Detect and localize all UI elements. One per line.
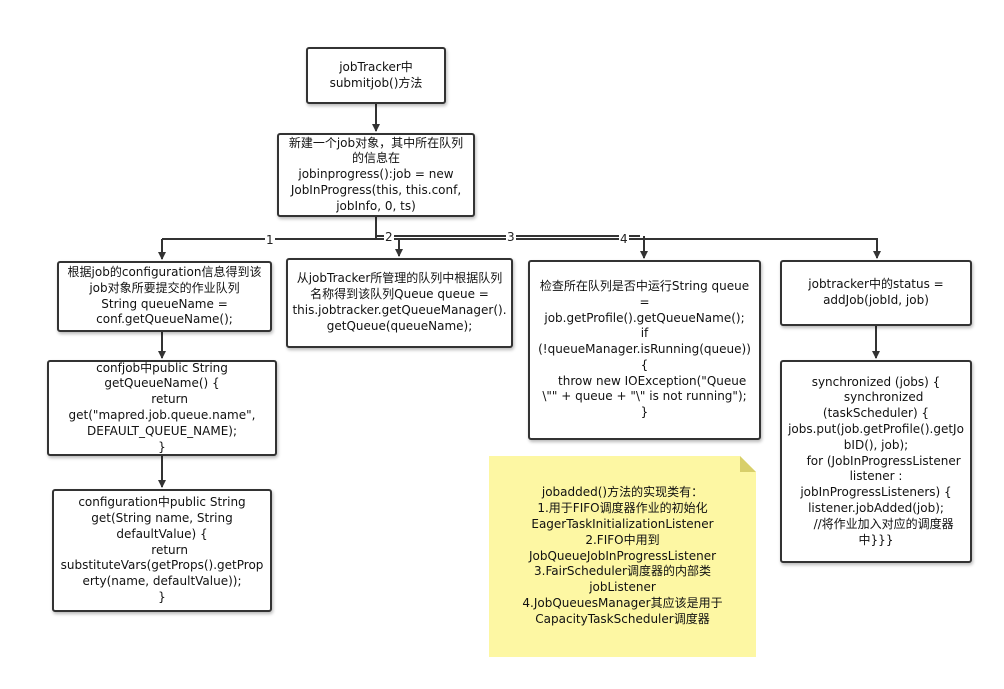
node-create-job: 新建一个job对象，其中所在队列的信息在 jobinprogress():job…	[277, 133, 475, 217]
node-branch3-check-running: 检查所在队列是否中运行String queue = job.getProfile…	[528, 260, 761, 440]
edge-label-2: 2	[384, 230, 394, 244]
note-jobadded-implementations: jobadded()方法的实现类有： 1.用于FIFO调度器作业的初始化 Eag…	[489, 456, 756, 657]
node-branch4-synchronized: synchronized (jobs) { synchronized (task…	[780, 360, 972, 563]
node-branch1-confjob-method: confjob中public String getQueueName() { r…	[47, 360, 277, 456]
edge-label-1: 1	[265, 233, 275, 247]
node-branch4-add-job: jobtracker中的status = addJob(jobId, job)	[780, 260, 972, 326]
node-branch2-queue-manager: 从jobTracker所管理的队列中根据队列名称得到该队列Queue queue…	[286, 258, 513, 348]
node-submitjob: jobTracker中 submitjob()方法	[306, 47, 446, 104]
node-branch1-get-queue-name: 根据job的configuration信息得到该job对象所要提交的作业队列 S…	[57, 261, 272, 332]
edge-label-4: 4	[619, 232, 629, 246]
edge-label-3: 3	[506, 230, 516, 244]
node-branch1-configuration-get: configuration中public String get(String n…	[52, 489, 272, 612]
